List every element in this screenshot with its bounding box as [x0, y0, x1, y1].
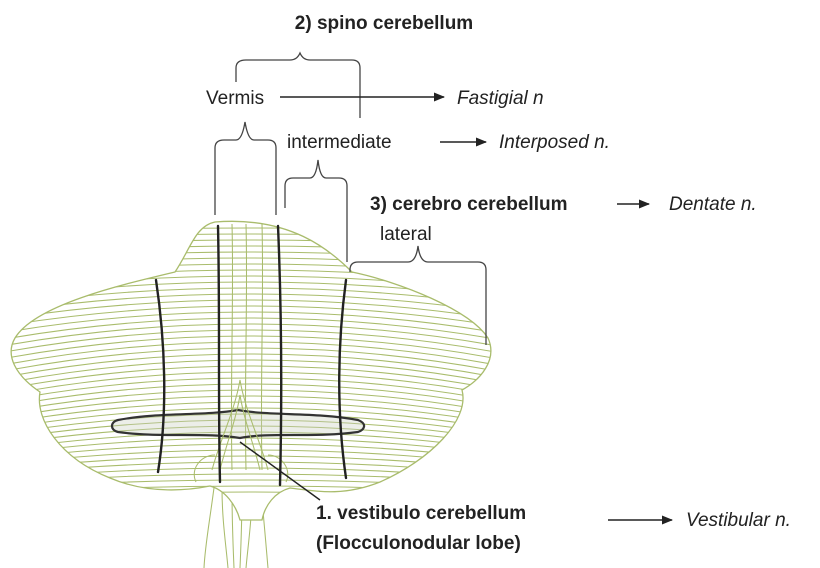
lateral-label: lateral: [380, 224, 432, 245]
vestibular-label: Vestibular n.: [686, 510, 791, 531]
fastigial-label: Fastigial n: [457, 88, 544, 109]
cerebellum-body: [0, 221, 500, 520]
vermis-bracket: [215, 122, 276, 215]
dentate-label: Dentate n.: [669, 194, 757, 215]
cerebro-cerebellum-title: 3) cerebro cerebellum: [370, 194, 567, 215]
spino-cerebellum-title: 2) spino cerebellum: [295, 13, 473, 34]
vestibulo-cerebellum-title: 1. vestibulo cerebellum: [316, 503, 526, 524]
flocculonodular-label: (Flocculonodular lobe): [316, 533, 521, 554]
intermediate-label: intermediate: [287, 132, 392, 153]
interposed-label: Interposed n.: [499, 132, 610, 153]
vermis-label: Vermis: [206, 88, 264, 109]
